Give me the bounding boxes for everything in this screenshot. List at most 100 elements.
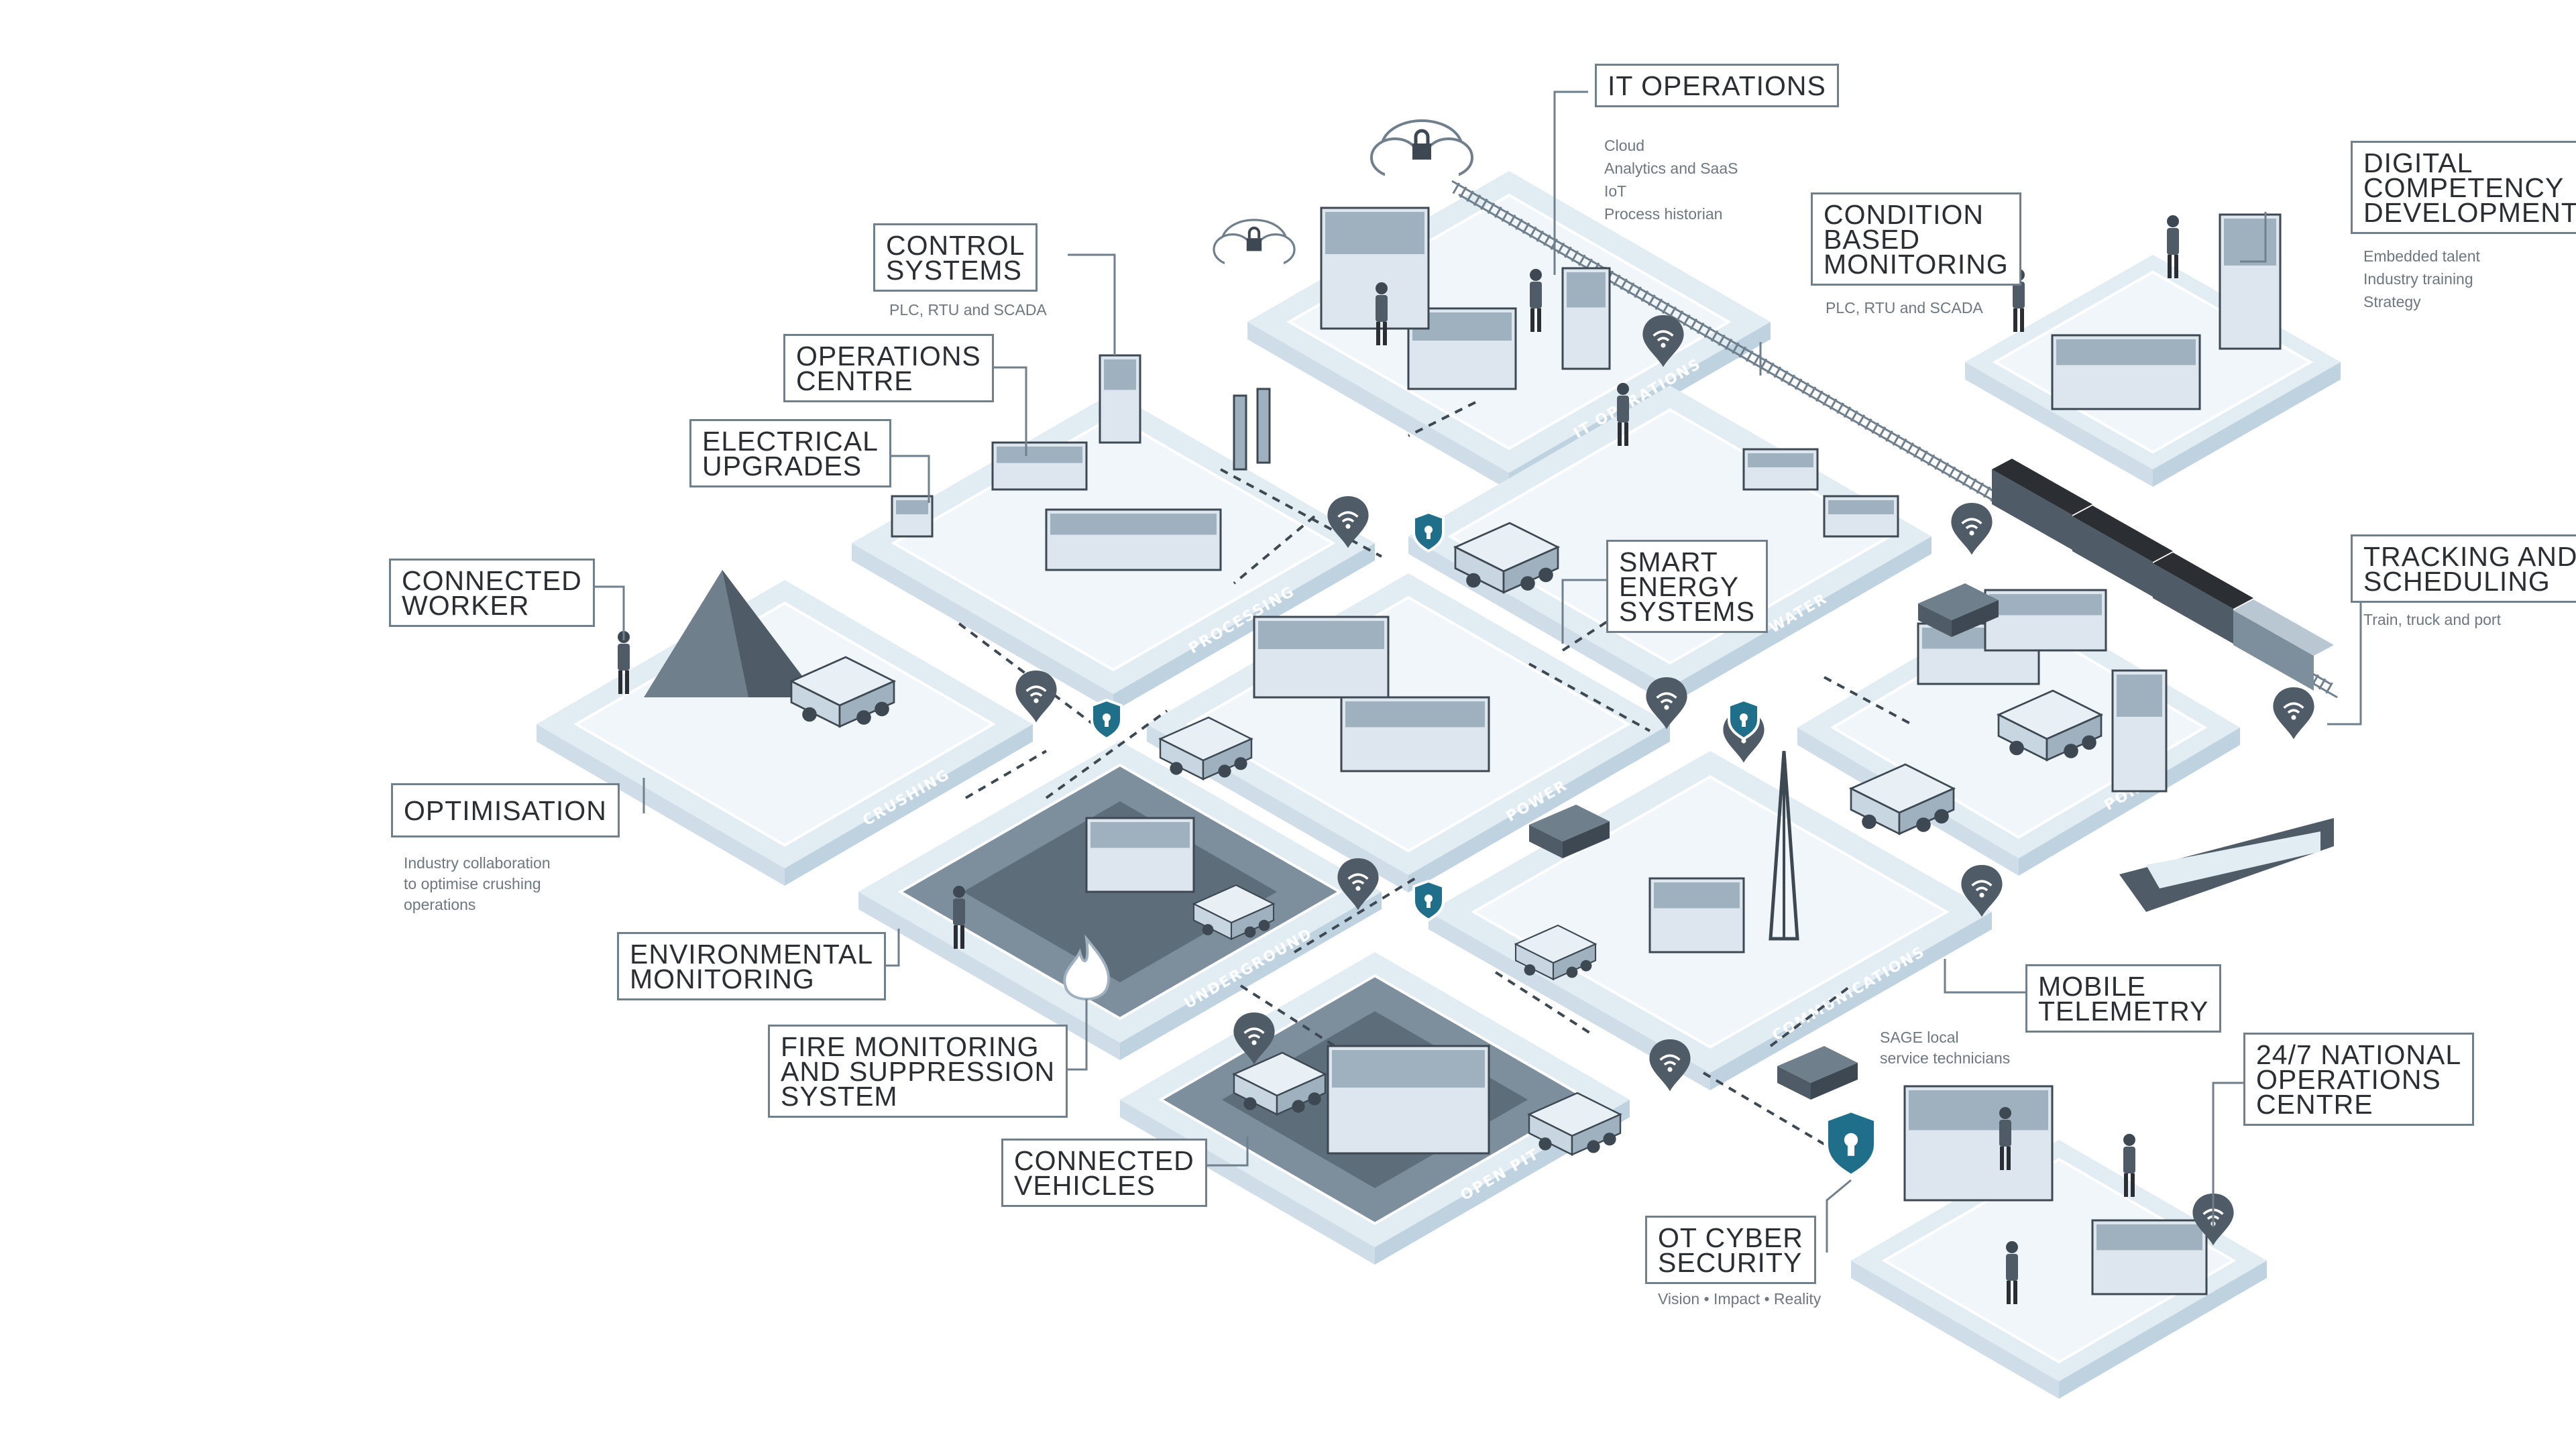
network-link [1769,984,1852,1047]
crane [2111,669,2168,793]
callout-title: IT OPERATIONS [1608,70,1826,101]
callout-condition-based-monitoring: CONDITION BASED MONITORING [1811,192,2021,286]
network-link [1220,468,1382,558]
wifi-marker-icon [2272,686,2316,741]
detail-line: Strategy [2363,293,2421,310]
training-table [2051,334,2201,410]
cyber-security-shield-icon [1826,1110,1877,1177]
ship [2119,818,2334,912]
it-screen [1320,207,1430,330]
callout-title-line: SYSTEM [781,1081,898,1112]
callout-title-line: SMART [1619,546,1718,577]
callout-title-line: COMPETENCY [2363,172,2565,203]
detail-line: Embedded talent [2363,247,2480,265]
electrical-panel [891,495,934,538]
network-link [1045,709,1168,799]
callout-control-systems: CONTROL SYSTEMS [873,223,1038,292]
callout-title-line: MONITORING [1824,249,2009,280]
mine-tunnel [1085,817,1195,893]
callout-title-line: CONNECTED [402,565,582,596]
service-van [1529,805,1610,858]
callout-title-line: ENERGY [1619,571,1740,602]
callout-title-line: FIRE MONITORING [781,1031,1040,1062]
cloud-icon [1213,219,1296,266]
port-shed [1984,589,2107,652]
smoke-stack [1256,388,1271,464]
callout-title-line: BASED [1824,224,1920,255]
callout-detail-condition-based-monitoring: PLC, RTU and SCADA [1826,299,1983,316]
callout-tracking-scheduling: TRACKING AND SCHEDULING [2351,534,2576,603]
callout-detail-control-systems: PLC, RTU and SCADA [889,301,1047,318]
callout-title-line: 24/7 NATIONAL [2256,1039,2462,1070]
detail-line: Cloud [1604,137,1645,154]
callout-title-line: UPGRADES [702,451,862,481]
fire-icon [1063,934,1111,1000]
callout-it-operations: IT OPERATIONS [1595,64,1839,107]
callout-title-line: CONNECTED [1014,1145,1194,1176]
wifi-marker-icon [1014,669,1058,724]
water-tank [1823,495,1899,538]
network-link [1494,971,1591,1034]
callout-details-digital-competency: Embedded talent Industry training Strate… [2363,245,2480,313]
comms-building [1648,877,1745,953]
callout-title-line: SECURITY [1658,1247,1803,1278]
callout-detail-ot-cyber-security: Vision • Impact • Reality [1658,1290,1822,1308]
callout-environmental-monitoring: ENVIRONMENTAL MONITORING [617,932,887,1000]
control-desk [991,441,1088,491]
callout-title-line: VEHICLES [1014,1170,1156,1201]
callout-title-line: OPERATIONS [796,341,981,371]
callout-title-line: SYSTEMS [1619,596,1755,627]
cloud-icons [1213,119,1473,266]
callout-title-line: CONDITION [1824,199,1984,230]
network-link [958,622,1095,726]
train [1992,459,2334,691]
detail-line: Industry collaboration [404,854,551,872]
stockpile [644,570,818,697]
shield-icon [1090,699,1123,740]
callout-title-line: OT CYBER [1658,1222,1803,1253]
power-station [1253,616,1390,699]
callout-details-optimisation: Industry collaboration to optimise crush… [404,853,551,915]
callout-title-line: AND SUPPRESSION [781,1056,1056,1087]
callout-title-line: CENTRE [796,365,913,396]
callout-national-operations-centre: 24/7 NATIONAL OPERATIONS CENTRE [2243,1033,2475,1126]
detail-line: SAGE local [1880,1029,1959,1046]
network-link [1408,401,1476,437]
water-tank [1742,448,1819,491]
callout-title-line: ELECTRICAL [702,426,879,457]
detail-line: Analytics and SaaS [1604,160,1738,177]
callout-title-line: SYSTEMS [886,255,1022,286]
mast [1769,750,1799,941]
callout-optimisation: OPTIMISATION [391,783,620,837]
callout-title-line: WORKER [402,590,530,621]
callout-ot-cyber-security: OT CYBER SECURITY [1645,1216,1816,1284]
callout-digital-competency: DIGITAL COMPETENCY DEVELOPMENT [2351,141,2576,234]
service-van [1918,583,1999,637]
it-desk [1407,307,1517,390]
service-van [1777,1046,1858,1100]
callout-mobile-telemetry: MOBILE TELEMETRY [2025,964,2222,1033]
wall-map [1903,1085,2054,1202]
excavator [1327,1045,1490,1155]
cloud-icon [1370,119,1473,178]
network-link [1824,676,1912,726]
factory [1045,508,1222,571]
callout-title-line: SCHEDULING [2363,566,2551,597]
callout-fire-monitoring: FIRE MONITORING AND SUPPRESSION SYSTEM [768,1025,1068,1118]
smoke-stack [1233,394,1247,471]
presentation-board [2219,213,2282,350]
detail-line: Industry training [2363,270,2473,288]
callout-title-line: ENVIRONMENTAL [630,939,874,970]
callout-title: OPTIMISATION [404,795,607,826]
callout-title-line: CONTROL [886,230,1025,261]
network-paths [958,401,1912,1161]
detail-line: service technicians [1880,1049,2011,1067]
network-link [1233,515,1316,585]
detail-line: Process historian [1604,205,1723,223]
callout-title-line: DEVELOPMENT [2363,197,2576,228]
callout-connected-worker: CONNECTED WORKER [389,559,595,627]
callout-title-line: MONITORING [630,964,815,994]
wifi-marker-icon [1950,502,1994,557]
